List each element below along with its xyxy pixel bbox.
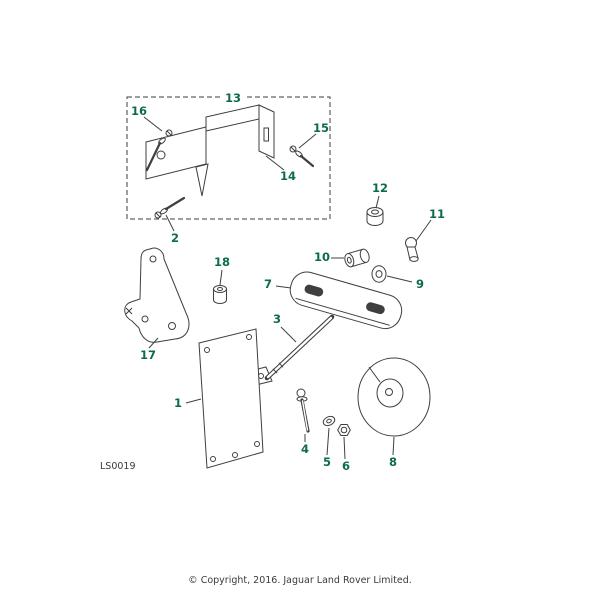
- part-2-screw: [154, 196, 186, 219]
- part-12-nut: [366, 207, 384, 226]
- leader-lines: [143, 116, 432, 460]
- callout-8[interactable]: 8: [389, 455, 397, 469]
- callout-13[interactable]: 13: [225, 91, 241, 105]
- callout-5[interactable]: 5: [323, 455, 331, 469]
- part-11-grommet: [405, 237, 419, 262]
- callout-9[interactable]: 9: [416, 277, 424, 291]
- part-14-bracket: [145, 104, 275, 197]
- part-10-bushing: [344, 248, 370, 268]
- callout-17[interactable]: 17: [140, 348, 156, 362]
- diagram-code: LS0019: [100, 461, 136, 472]
- callout-13-backing: [221, 90, 245, 103]
- part-9-washer: [371, 265, 387, 283]
- kit-grouping-box: [126, 96, 331, 220]
- part-4-bolt: [296, 388, 310, 433]
- part-15-screw: [289, 145, 315, 168]
- callout-2[interactable]: 2: [171, 231, 179, 245]
- callout-4[interactable]: 4: [301, 442, 309, 456]
- callout-18[interactable]: 18: [214, 255, 230, 269]
- callout-16[interactable]: 16: [131, 104, 147, 118]
- callout-7[interactable]: 7: [264, 277, 272, 291]
- callout-11[interactable]: 11: [429, 207, 445, 221]
- callout-12[interactable]: 12: [372, 181, 388, 195]
- part-6-nut: [337, 424, 351, 436]
- part-3-rod: [249, 314, 335, 386]
- callout-1[interactable]: 1: [174, 396, 182, 410]
- copyright-text: © Copyright, 2016. Jaguar Land Rover Lim…: [188, 575, 412, 586]
- callout-10[interactable]: 10: [314, 250, 330, 264]
- part-1-panel: [198, 328, 264, 469]
- part-17-mounting-bracket: [124, 247, 190, 343]
- callout-3[interactable]: 3: [273, 312, 281, 326]
- part-7-link-plate: [289, 271, 403, 330]
- part-5-washer: [322, 415, 336, 427]
- part-18-bushing: [213, 285, 227, 304]
- part-8-disc: [357, 357, 431, 437]
- part-16-screw: [145, 129, 173, 172]
- callout-15[interactable]: 15: [313, 121, 329, 135]
- callout-6[interactable]: 6: [342, 459, 350, 473]
- callout-14[interactable]: 14: [280, 169, 296, 183]
